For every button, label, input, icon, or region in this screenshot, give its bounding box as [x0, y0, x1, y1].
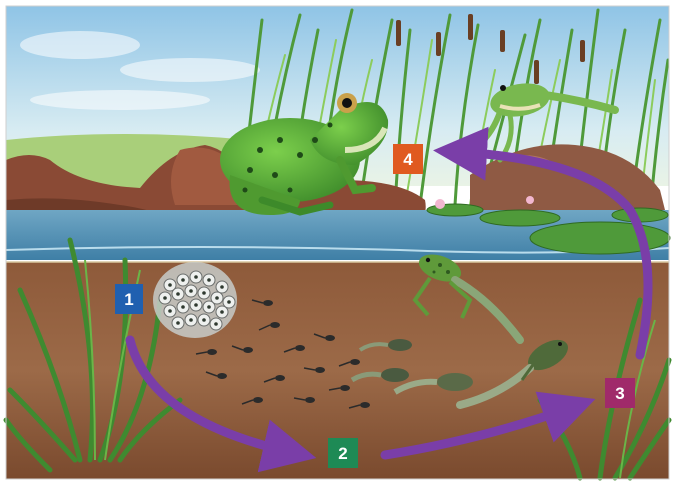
stage-badge-3: 3 — [605, 378, 635, 408]
stage-badge-2: 2 — [328, 438, 358, 468]
badge-3-label: 3 — [615, 384, 624, 403]
badge-4-label: 4 — [403, 150, 413, 169]
badge-2-label: 2 — [338, 444, 347, 463]
stage-badge-4: 4 — [393, 144, 423, 174]
stage-badge-1: 1 — [115, 284, 143, 314]
badge-1-label: 1 — [124, 290, 133, 309]
frog-eggs — [153, 262, 237, 338]
